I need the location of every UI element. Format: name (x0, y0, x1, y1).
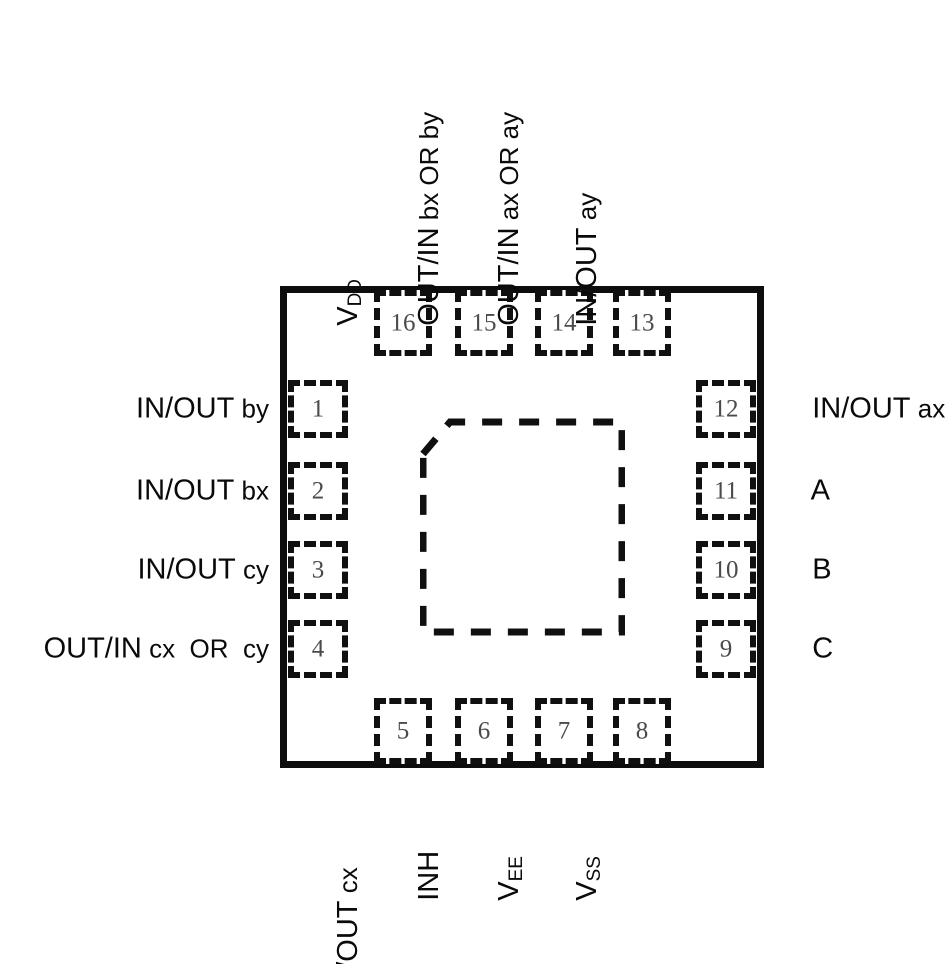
pin-pad-6[interactable]: 6 (455, 698, 513, 764)
pin-pad-3[interactable]: 3 (288, 541, 348, 599)
pin-label-14-main: OUT/IN (493, 227, 525, 326)
pin-label-2-main: IN/OUT (136, 474, 235, 507)
pin-number-13: 13 (629, 309, 655, 337)
pin-label-16: VDD (305, 279, 392, 358)
pin-label-13-main: IN/OUT (571, 227, 603, 326)
pin-label-5: IN/OUT cx (305, 867, 392, 964)
pin-label-15-main: OUT/IN (413, 227, 445, 326)
pin-pad-10[interactable]: 10 (696, 541, 756, 599)
pin-label-15-suffix: bx OR by (414, 111, 444, 228)
pin-label-6-main: INH (413, 850, 445, 901)
pin-pad-12[interactable]: 12 (696, 380, 756, 438)
pin-label-11-main: A (810, 474, 830, 507)
pin-number-3: 3 (311, 556, 325, 584)
pin-pad-8[interactable]: 8 (613, 698, 671, 764)
pin-label-7-main: V (493, 881, 525, 901)
pin-pad-9[interactable]: 9 (696, 620, 756, 678)
pin-label-14: OUT/IN ax OR ay (466, 112, 553, 358)
pin-number-5: 5 (396, 717, 410, 745)
pin-label-11: A (780, 448, 830, 535)
pin-number-12: 12 (713, 395, 739, 423)
chip-package-outline (280, 286, 764, 768)
pin-number-9: 9 (719, 635, 733, 663)
pin-label-4: OUT/IN cx OR cy (11, 606, 269, 693)
pin-label-1: IN/OUT by (104, 366, 269, 453)
pin-label-13: IN/OUT ay (544, 193, 631, 358)
pin-number-7: 7 (557, 717, 571, 745)
pin-label-10-main: B (812, 553, 832, 586)
pin-pad-7[interactable]: 7 (535, 698, 593, 764)
pin-number-8: 8 (635, 717, 649, 745)
pin-pad-4[interactable]: 4 (288, 620, 348, 678)
pin-pad-13[interactable]: 13 (613, 290, 671, 356)
pin-pad-1[interactable]: 1 (288, 380, 348, 438)
pin-number-15: 15 (471, 309, 497, 337)
pin-label-4-main: OUT/IN (43, 632, 142, 665)
pin-number-14: 14 (551, 309, 577, 337)
pin-label-13-suffix: ay (572, 192, 602, 228)
pin-label-2: IN/OUT bx (104, 448, 269, 535)
pin-label-14-suffix: ax OR ay (494, 111, 524, 228)
pin-label-2-suffix: bx (234, 475, 269, 506)
pin-number-1: 1 (311, 395, 325, 423)
pin-label-15: OUT/IN bx OR by (386, 112, 473, 358)
pin-pad-16[interactable]: 16 (374, 290, 432, 356)
pin-label-3-main: IN/OUT (137, 553, 236, 586)
pin-label-8-main: V (571, 881, 603, 901)
pin-number-16: 16 (390, 309, 416, 337)
exposed-thermal-pad (420, 416, 625, 638)
pin-number-10: 10 (713, 556, 739, 584)
pin-pad-2[interactable]: 2 (288, 462, 348, 520)
pin-pad-5[interactable]: 5 (374, 698, 432, 764)
pin-label-7: VEE (466, 856, 553, 933)
pin-label-8-sub: SS (584, 856, 605, 882)
pin-number-4: 4 (311, 635, 325, 663)
pin-label-12-main: IN/OUT (812, 392, 911, 425)
pin-label-3: IN/OUT cy (105, 527, 269, 614)
pin-label-4-suffix: cx OR cy (141, 633, 269, 664)
pin-label-7-sub: EE (506, 856, 527, 882)
pin-label-12: IN/OUT ax (780, 366, 945, 453)
pin-pad-14[interactable]: 14 (535, 290, 593, 356)
pin-label-9: C (780, 606, 833, 693)
pin-label-5-suffix: cx (333, 867, 363, 901)
pin-label-1-suffix: by (234, 393, 269, 424)
pin-number-2: 2 (311, 477, 325, 505)
pin-number-6: 6 (477, 717, 491, 745)
pin-label-16-main: V (332, 306, 364, 326)
pin-pad-15[interactable]: 15 (455, 290, 513, 356)
pin-label-12-suffix: ax (910, 393, 945, 424)
pin-label-3-suffix: cy (235, 554, 269, 585)
pin-label-10: B (780, 527, 832, 614)
pin-label-8: VSS (544, 856, 631, 933)
pin-number-11: 11 (713, 477, 739, 505)
pin-label-6: INH (386, 851, 473, 933)
pin-label-9-main: C (812, 632, 834, 665)
pin-label-16-sub: DD (345, 278, 366, 307)
pin-label-1-main: IN/OUT (136, 392, 235, 425)
pin-pad-11[interactable]: 11 (696, 462, 756, 520)
pin-label-5-main: IN/OUT (332, 900, 364, 964)
